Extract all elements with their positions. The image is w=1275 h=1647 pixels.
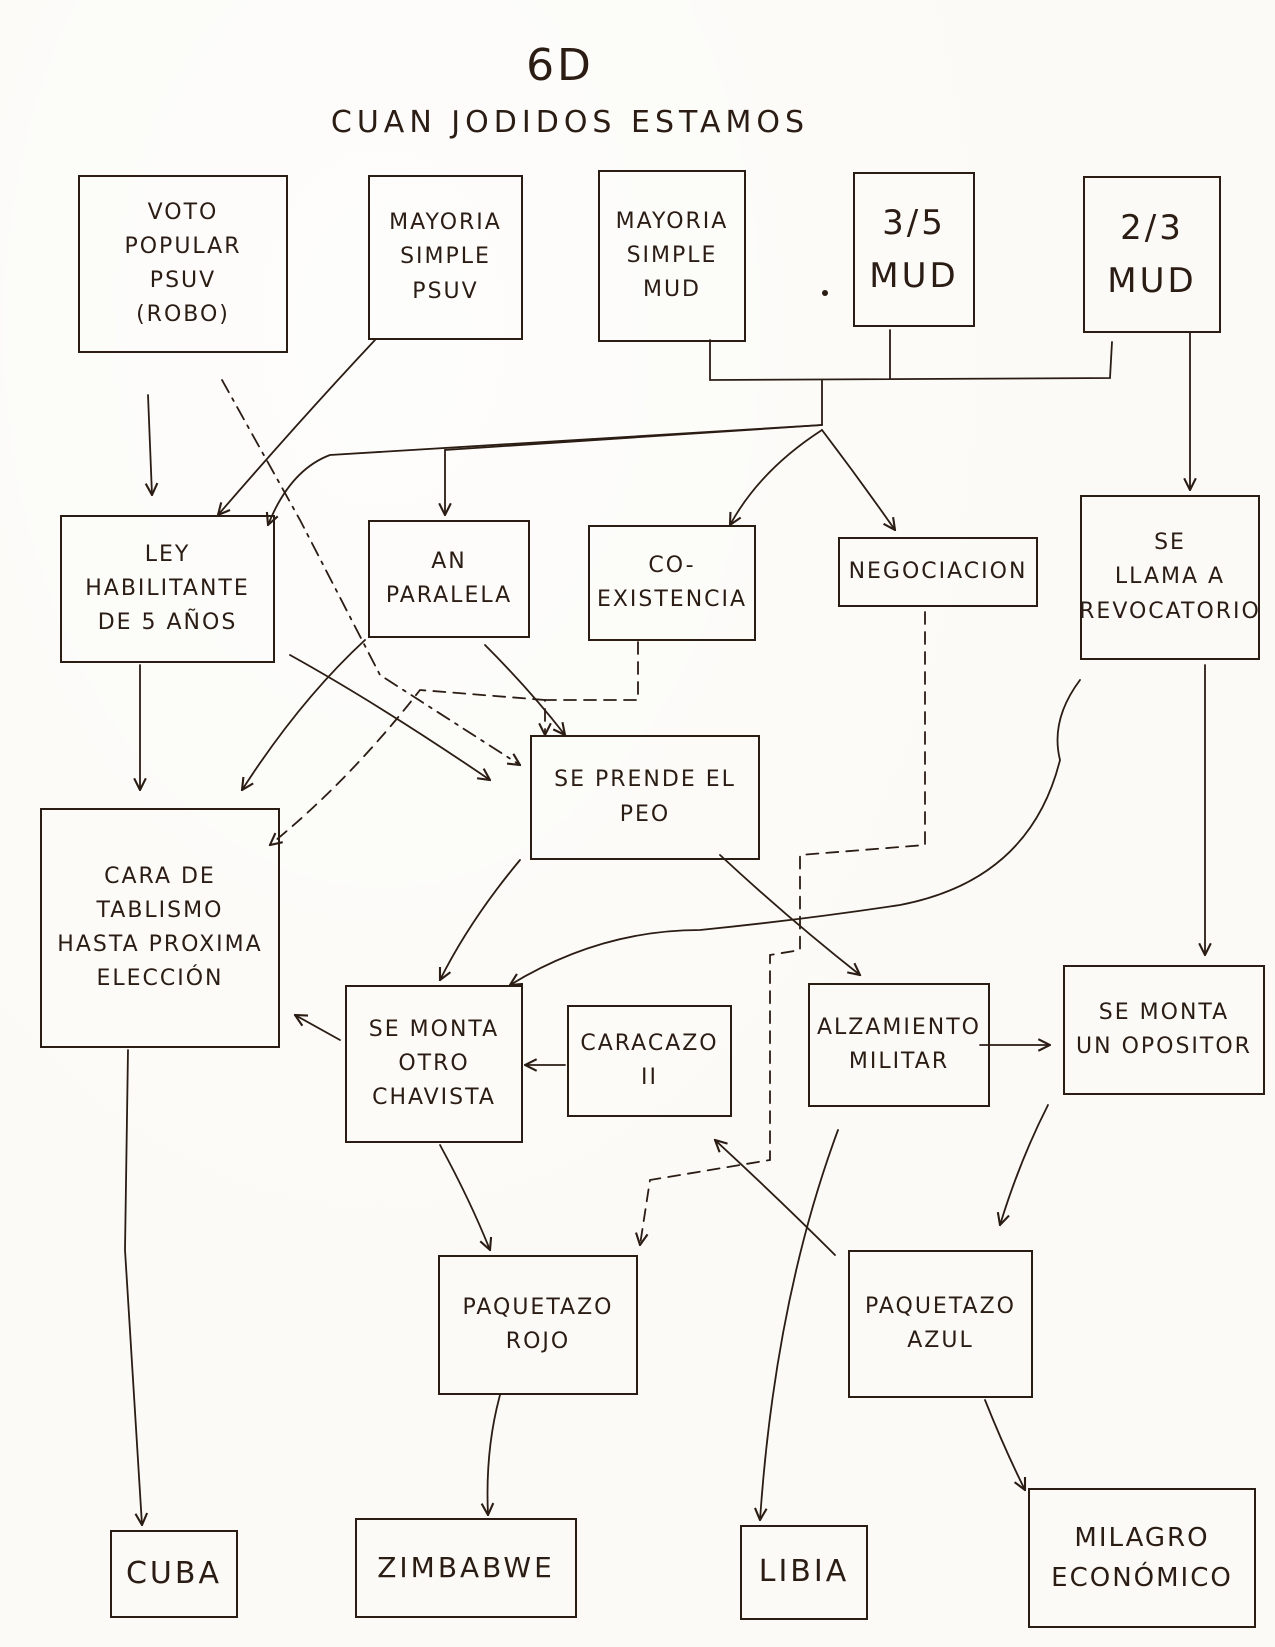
- node-revocatorio: SE LLAMA A REVOCATORIO: [1079, 495, 1260, 660]
- edge-alzamiento-libia: [760, 1129, 839, 1520]
- edge-paquetazoazul-caracazo: [715, 1140, 836, 1256]
- edge-mayoriapsuv-ley: [218, 339, 376, 515]
- node-paquetazo-rojo: PAQUETAZO ROJO: [438, 1255, 638, 1395]
- node-cuba: CUBA: [110, 1530, 238, 1618]
- node-tres-quintos-mud: 3/5 MUD: [853, 172, 975, 327]
- edge-seprende-alzamiento: [719, 854, 860, 975]
- node-se-prende-el-peo: SE PRENDE EL PEO: [530, 735, 760, 860]
- node-mayoria-simple-psuv: MAYORIA SIMPLE PSUV: [368, 175, 523, 340]
- node-alzamiento-militar: ALZAMIENTO MILITAR: [808, 983, 990, 1107]
- edge-bracket-negociacion: [821, 429, 895, 530]
- edge-otrochavista-paquetazorojo: [439, 1144, 490, 1250]
- edge-paquetazorojo-zimbabwe: [488, 1394, 501, 1515]
- node-negociacion: NEGOCIACION: [838, 537, 1038, 607]
- edge-voto-seprende: [221, 379, 520, 765]
- node-paquetazo-azul: PAQUETAZO AZUL: [848, 1250, 1033, 1398]
- node-se-monta-un-opositor: SE MONTA UN OPOSITOR: [1063, 965, 1265, 1095]
- node-ley-habilitante: LEY HABILITANTE DE 5 AÑOS: [60, 515, 275, 663]
- node-voto-popular: VOTO POPULAR PSUV (ROBO): [78, 175, 288, 353]
- node-co-existencia: CO- EXISTENCIA: [588, 525, 756, 641]
- node-dos-tercios-mud: 2/3 MUD: [1083, 176, 1221, 333]
- node-milagro-economico: MILAGRO ECONÓMICO: [1028, 1488, 1256, 1628]
- diagram-subtitle: CUAN JODIDOS ESTAMOS: [330, 105, 810, 140]
- diagram-title: 6D: [526, 40, 594, 91]
- node-se-monta-otro-chavista: SE MONTA OTRO CHAVISTA: [345, 985, 523, 1143]
- edge-otrochavista-cara: [295, 1015, 341, 1041]
- edge-bracket-an-paralela: [445, 424, 823, 515]
- edge-cara-cuba: [124, 1049, 142, 1525]
- edge-bracket-coexistencia: [730, 429, 823, 525]
- ink-dot: [822, 290, 828, 296]
- edge-anparalela-cara: [242, 639, 366, 790]
- edge-anparalela-seprende: [484, 644, 565, 735]
- node-cara-de-tablismo: CARA DE TABLISMO HASTA PROXIMA ELECCIÓN: [40, 808, 280, 1048]
- edge-ley-seprende: [289, 654, 490, 780]
- node-zimbabwe: ZIMBABWE: [355, 1518, 577, 1618]
- edge-opositor-paquetazoazul: [1000, 1104, 1049, 1225]
- edge-coexistencia-cara: [270, 689, 546, 845]
- mud-bracket: [709, 329, 1113, 426]
- edge-voto-ley: [148, 394, 152, 495]
- node-mayoria-simple-mud: MAYORIA SIMPLE MUD: [598, 170, 746, 342]
- node-an-paralela: AN PARALELA: [368, 520, 530, 638]
- edge-revocatorio-otrochavista: [510, 679, 1081, 985]
- edge-bracket-ley: [268, 424, 823, 525]
- edge-negociacion-caracazo: [640, 611, 926, 1245]
- edge-coexistencia-seprende: [545, 641, 639, 735]
- node-caracazo-ii: CARACAZO II: [567, 1005, 732, 1117]
- edge-seprende-otrochavista: [440, 859, 521, 980]
- edge-paquetazoazul-milagro: [984, 1399, 1025, 1490]
- node-libia: LIBIA: [740, 1525, 868, 1620]
